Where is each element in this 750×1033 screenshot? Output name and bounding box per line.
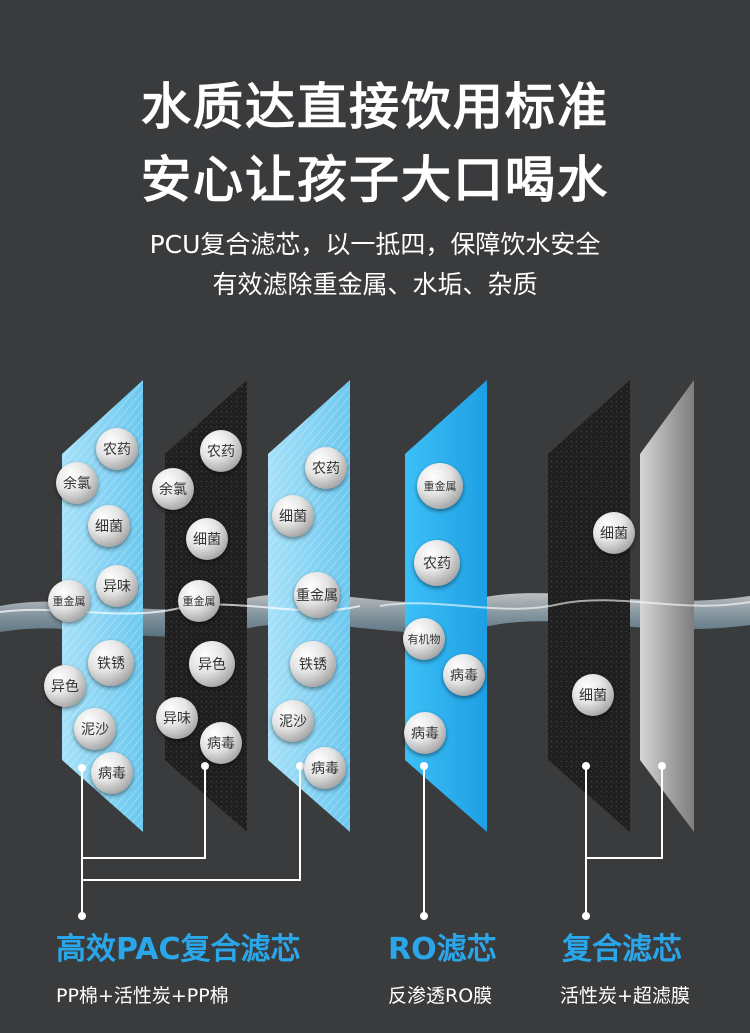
pollutant-bubble: 细菌 [88, 505, 130, 547]
pollutant-bubble: 农药 [305, 447, 347, 489]
ultrafiltration-layer [640, 380, 694, 832]
pollutant-bubble: 泥沙 [74, 708, 116, 750]
filter-desc-composite: 活性炭+超滤膜 [560, 985, 690, 1007]
filter-label-ro: RO滤芯 [388, 932, 497, 967]
pollutant-bubble: 细菌 [272, 495, 314, 537]
pollutant-bubble: 病毒 [404, 712, 446, 754]
pollutant-bubble: 有机物 [403, 618, 445, 660]
pollutant-bubble: 病毒 [443, 654, 485, 696]
pollutant-bubble: 农药 [96, 428, 138, 470]
subtitle-line-2: 有效滤除重金属、水垢、杂质 [212, 270, 538, 299]
pollutant-bubble: 异色 [44, 665, 86, 707]
pollutant-bubble: 细菌 [572, 674, 614, 716]
filter-label-pac: 高效PAC复合滤芯 [56, 932, 301, 967]
headline-line-1: 水质达直接饮用标准 [141, 78, 609, 136]
pollutant-bubble: 农药 [414, 540, 460, 586]
carbon-layer-2 [548, 380, 630, 832]
pollutant-bubble: 重金属 [417, 463, 463, 509]
pollutant-bubble: 异味 [156, 697, 198, 739]
pollutant-bubble: 余氯 [56, 462, 98, 504]
subtitle-line-1: PCU复合滤芯，以一抵四，保障饮水安全 [149, 230, 601, 259]
pollutant-bubble: 细菌 [186, 518, 228, 560]
pollutant-bubble: 病毒 [200, 722, 242, 764]
pollutant-bubble: 铁锈 [88, 640, 134, 686]
pollutant-bubble: 泥沙 [272, 700, 314, 742]
pollutant-bubble: 重金属 [178, 580, 220, 622]
headline-line-2: 安心让孩子大口喝水 [141, 151, 609, 209]
pollutant-bubble: 细菌 [593, 512, 635, 554]
filter-desc-ro: 反渗透RO膜 [388, 985, 493, 1007]
pollutant-bubble: 异味 [96, 565, 138, 607]
pollutant-bubble: 异色 [189, 641, 235, 687]
pollutant-bubble: 铁锈 [290, 641, 336, 687]
pollutant-bubble: 病毒 [304, 747, 346, 789]
pollutant-bubble: 农药 [200, 430, 242, 472]
filter-label-composite: 复合滤芯 [562, 932, 682, 967]
pollutant-bubble: 重金属 [294, 572, 340, 618]
pollutant-bubble: 病毒 [91, 752, 133, 794]
filter-desc-pac: PP棉+活性炭+PP棉 [56, 985, 229, 1007]
pollutant-bubble: 余氯 [152, 468, 194, 510]
pollutant-bubble: 重金属 [48, 580, 90, 622]
